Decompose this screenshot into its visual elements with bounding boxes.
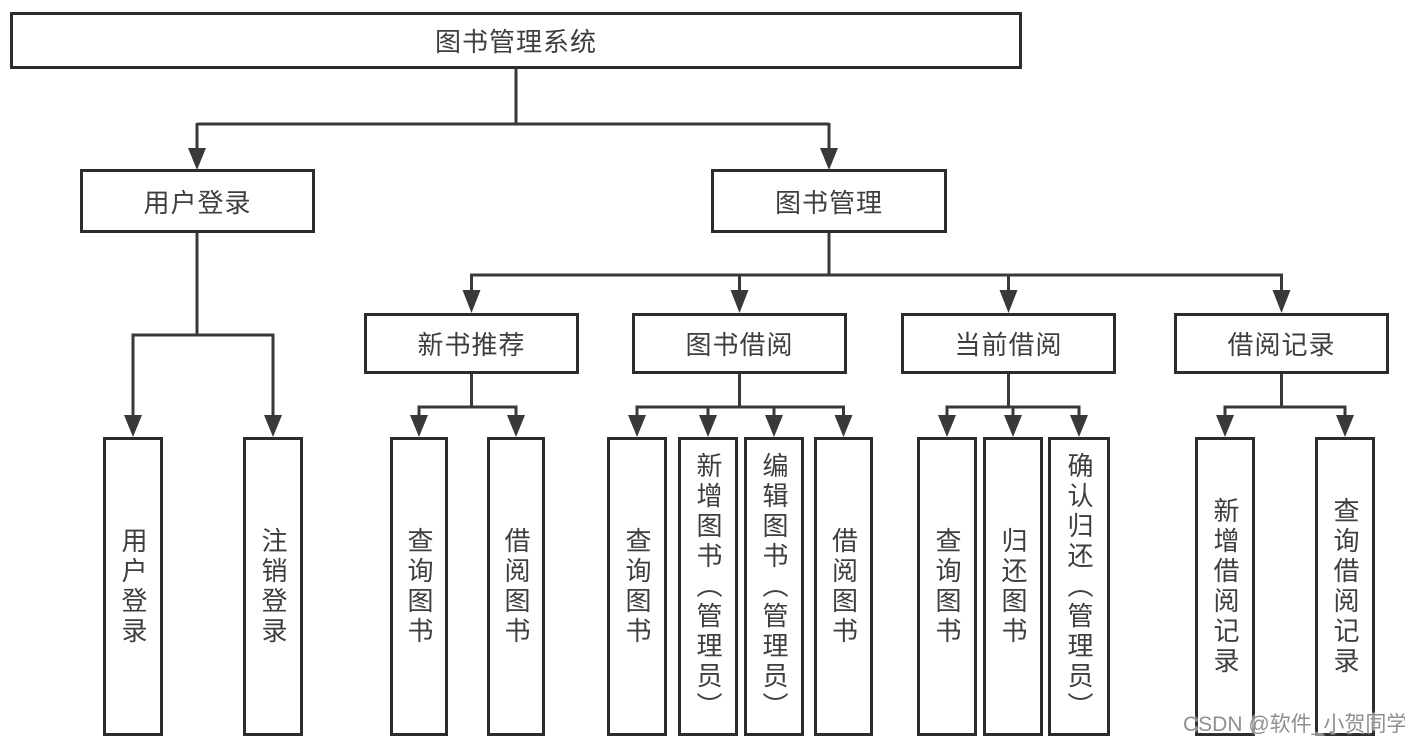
- leaf-query-books-recommend-label: 查询图书: [404, 526, 434, 647]
- leaf-query-books-current: 查询图书: [917, 437, 977, 736]
- node-current-borrow: 当前借阅: [901, 313, 1116, 374]
- leaf-return-book: 归还图书: [983, 437, 1043, 736]
- node-new-book-recommend: 新书推荐: [364, 313, 579, 374]
- leaf-edit-book-admin: 编辑图书（管理员）: [744, 437, 804, 736]
- node-user-login-label: 用户登录: [143, 187, 252, 218]
- node-user-login: 用户登录: [80, 169, 315, 233]
- leaf-add-book-admin: 新增图书（管理员）: [678, 437, 738, 736]
- arrowhead-icons: [124, 148, 1354, 437]
- leaf-query-books-current-label: 查询图书: [932, 526, 962, 647]
- leaf-logout: 注销登录: [243, 437, 303, 736]
- node-book-borrow-label: 图书借阅: [685, 330, 794, 360]
- node-new-book-recommend-label: 新书推荐: [417, 330, 526, 360]
- node-current-borrow-label: 当前借阅: [954, 330, 1063, 360]
- node-borrow-records-label: 借阅记录: [1227, 330, 1336, 360]
- leaf-query-borrow-record: 查询借阅记录: [1315, 437, 1375, 736]
- leaf-query-books-borrow-label: 查询图书: [622, 526, 652, 647]
- node-root-label: 图书管理系统: [434, 27, 597, 57]
- leaf-borrow-books-recommend-label: 借阅图书: [501, 526, 531, 647]
- node-book-borrow: 图书借阅: [632, 313, 847, 374]
- leaf-add-book-admin-label: 新增图书（管理员）: [693, 451, 723, 722]
- leaf-user-login-label: 用户登录: [118, 526, 148, 647]
- leaf-confirm-return-admin: 确认归还（管理员）: [1048, 437, 1110, 736]
- leaf-add-borrow-record-label: 新增借阅记录: [1210, 496, 1240, 677]
- leaf-query-borrow-record-label: 查询借阅记录: [1330, 496, 1360, 677]
- leaf-borrow-books-borrow-label: 借阅图书: [828, 526, 859, 647]
- leaf-user-login: 用户登录: [103, 437, 163, 736]
- node-borrow-records: 借阅记录: [1174, 313, 1389, 374]
- node-book-management-label: 图书管理: [774, 187, 883, 218]
- leaf-logout-label: 注销登录: [258, 526, 288, 647]
- leaf-borrow-books-recommend: 借阅图书: [487, 437, 545, 736]
- leaf-return-book-label: 归还图书: [998, 526, 1028, 647]
- node-book-management: 图书管理: [711, 169, 947, 233]
- leaf-query-books-borrow: 查询图书: [607, 437, 667, 736]
- leaf-edit-book-admin-label: 编辑图书（管理员）: [759, 451, 789, 722]
- leaf-query-books-recommend: 查询图书: [390, 437, 448, 736]
- leaf-add-borrow-record: 新增借阅记录: [1195, 437, 1255, 736]
- leaf-confirm-return-admin-label: 确认归还（管理员）: [1064, 451, 1094, 722]
- node-root: 图书管理系统: [10, 12, 1022, 69]
- watermark-text: CSDN @软件_小贺同学: [1183, 713, 1405, 736]
- leaf-borrow-books-borrow: 借阅图书: [814, 437, 873, 736]
